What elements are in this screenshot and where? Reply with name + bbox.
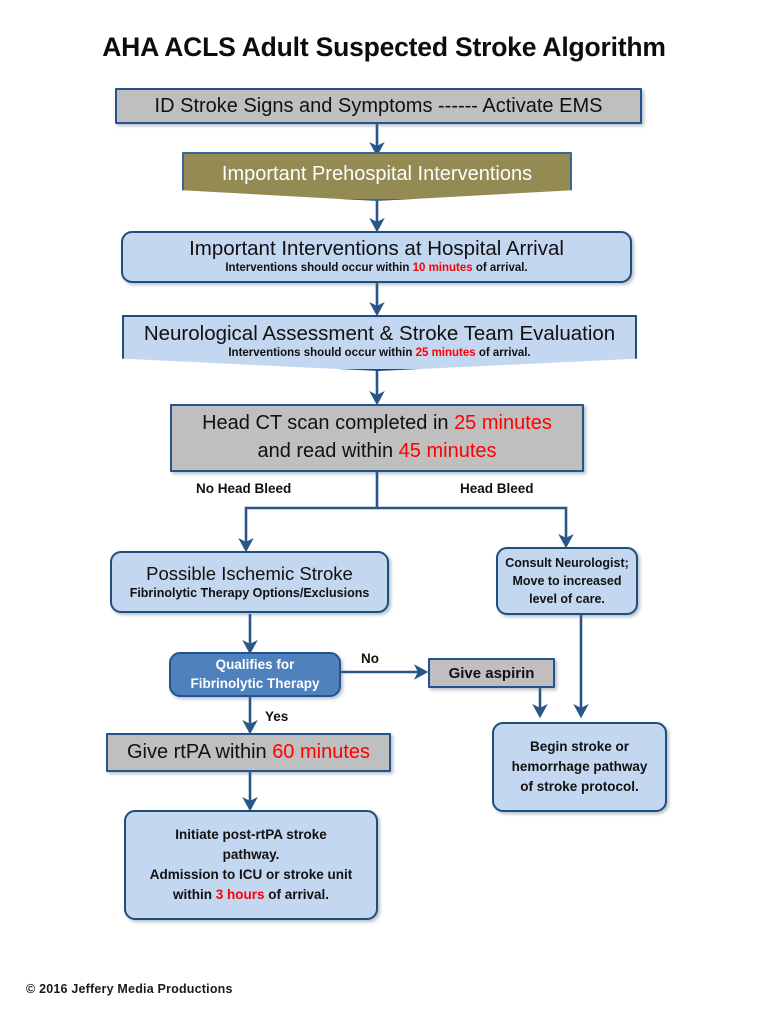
node-neuro-assessment[interactable]: Neurological Assessment & Stroke Team Ev…: [122, 315, 637, 371]
node-post-rtpa-pathway[interactable]: Initiate post-rtPA stroke pathway. Admis…: [124, 810, 378, 920]
node-head-ct-line1: Head CT scan completed in 25 minutes: [202, 410, 552, 438]
head-ct-line2-pre: and read within: [257, 440, 399, 462]
head-ct-line1-accent: 25 minutes: [454, 412, 552, 435]
post-rtpa-line4-post: of arrival.: [264, 887, 330, 903]
head-ct-line2-accent: 45 minutes: [398, 440, 497, 462]
copyright-footer: © 2016 Jeffery Media Productions: [26, 982, 233, 996]
node-consult-neurologist[interactable]: Consult Neurologist; Move to increased l…: [496, 547, 638, 615]
node-begin-stroke-pathway-line2: hemorrhage pathway: [511, 758, 648, 774]
node-post-rtpa-line3: Admission to ICU or stroke unit: [149, 867, 353, 882]
node-give-aspirin-text: Give aspirin: [448, 664, 535, 682]
node-neuro-assessment-heading: Neurological Assessment & Stroke Team Ev…: [143, 321, 616, 345]
node-possible-ischemic-stroke-heading: Possible Ischemic Stroke: [146, 562, 353, 584]
node-prehospital-interventions[interactable]: Important Prehospital Interventions: [182, 152, 572, 201]
node-post-rtpa-line2: pathway.: [222, 846, 280, 862]
node-head-ct-line2: and read within 45 minutes: [257, 438, 496, 466]
node-post-rtpa-line1: Initiate post-rtPA stroke: [175, 826, 327, 842]
hospital-arrival-sub-accent: 10 minutes: [412, 262, 473, 275]
give-rtpa-accent: 60 minutes: [272, 741, 371, 764]
node-hospital-arrival-subtext: Interventions should occur within 10 min…: [225, 262, 527, 275]
neuro-sub-pre: Interventions should occur within: [228, 346, 416, 359]
edge-label-no: No: [361, 651, 379, 666]
node-give-aspirin[interactable]: Give aspirin: [428, 658, 555, 688]
node-consult-neurologist-line3: level of care.: [529, 592, 605, 607]
node-prehospital-interventions-text: Important Prehospital Interventions: [221, 162, 533, 185]
node-begin-stroke-pathway-line3: of stroke protocol.: [520, 779, 639, 795]
page-title: AHA ACLS Adult Suspected Stroke Algorith…: [102, 32, 666, 62]
edge-label-head-bleed: Head Bleed: [460, 481, 534, 496]
node-qualifies-fibrinolytic-line1: Qualifies for: [215, 657, 295, 673]
node-qualifies-fibrinolytic[interactable]: Qualifies for Fibrinolytic Therapy: [169, 652, 341, 697]
hospital-arrival-sub-pre: Interventions should occur within: [225, 262, 413, 275]
node-consult-neurologist-line2: Move to increased: [512, 573, 622, 588]
node-give-rtpa-text: Give rtPA within 60 minutes: [127, 741, 370, 763]
node-hospital-arrival-heading: Important Interventions at Hospital Arri…: [189, 237, 564, 261]
neuro-sub-post: of arrival.: [475, 346, 531, 359]
edge-label-no-head-bleed: No Head Bleed: [196, 481, 292, 496]
node-possible-ischemic-stroke-sub: Fibrinolytic Therapy Options/Exclusions: [129, 585, 370, 600]
neuro-sub-accent: 25 minutes: [415, 346, 476, 359]
node-id-stroke-signs-text: ID Stroke Signs and Symptoms ------ Acti…: [154, 94, 603, 117]
node-begin-stroke-pathway[interactable]: Begin stroke or hemorrhage pathway of st…: [492, 722, 667, 812]
give-rtpa-pre: Give rtPA within: [126, 741, 273, 764]
node-give-rtpa[interactable]: Give rtPA within 60 minutes: [106, 733, 391, 772]
node-hospital-arrival[interactable]: Important Interventions at Hospital Arri…: [121, 231, 632, 283]
post-rtpa-line4-accent: 3 hours: [215, 887, 265, 903]
edge-label-yes: Yes: [265, 709, 289, 724]
node-id-stroke-signs[interactable]: ID Stroke Signs and Symptoms ------ Acti…: [115, 88, 642, 124]
node-post-rtpa-line4: within 3 hours of arrival.: [173, 885, 329, 905]
node-head-ct-scan[interactable]: Head CT scan completed in 25 minutes and…: [170, 404, 584, 472]
head-ct-line1-pre: Head CT scan completed in: [202, 412, 455, 435]
node-qualifies-fibrinolytic-line2: Fibrinolytic Therapy: [190, 675, 320, 691]
post-rtpa-line4-pre: within: [172, 887, 216, 903]
node-neuro-assessment-subtext: Interventions should occur within 25 min…: [228, 347, 530, 360]
node-consult-neurologist-line1: Consult Neurologist;: [505, 555, 629, 570]
node-begin-stroke-pathway-line1: Begin stroke or: [529, 738, 630, 754]
hospital-arrival-sub-post: of arrival.: [472, 262, 528, 275]
node-possible-ischemic-stroke[interactable]: Possible Ischemic Stroke Fibrinolytic Th…: [110, 551, 389, 613]
